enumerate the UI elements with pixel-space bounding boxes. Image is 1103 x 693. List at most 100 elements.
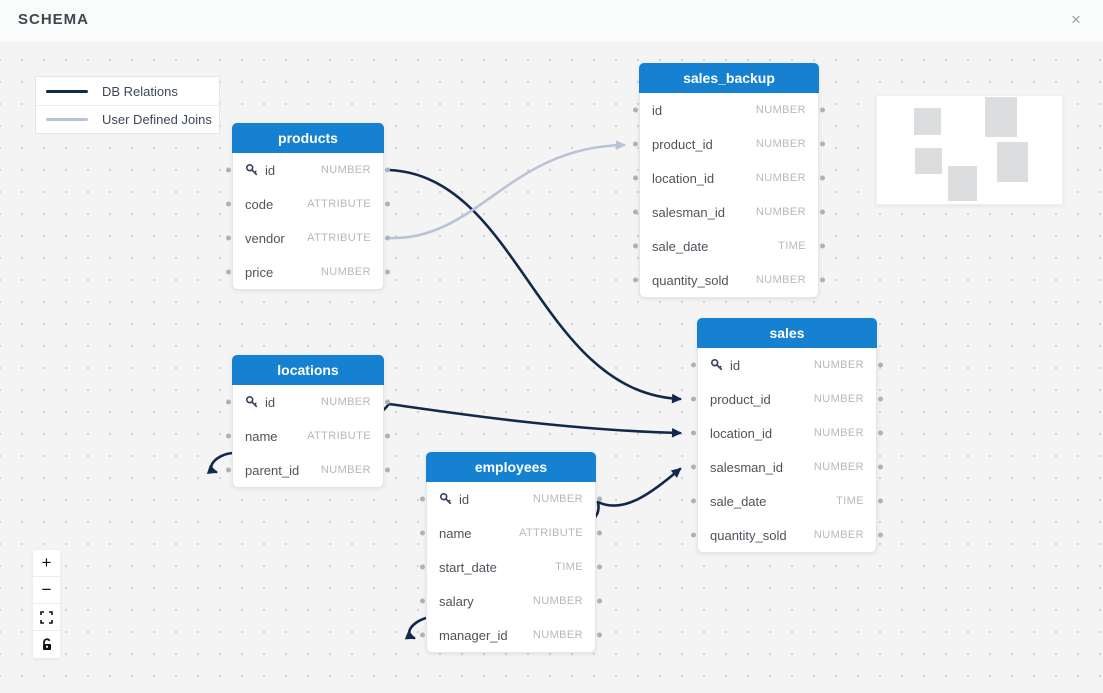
port-left[interactable] bbox=[691, 532, 696, 538]
field-name: location_id bbox=[710, 425, 773, 441]
port-left[interactable] bbox=[633, 209, 638, 215]
port-left[interactable] bbox=[691, 362, 696, 368]
port-left[interactable] bbox=[226, 467, 231, 473]
port-right[interactable] bbox=[385, 399, 390, 405]
lock-button[interactable] bbox=[33, 631, 60, 658]
port-left[interactable] bbox=[691, 464, 696, 470]
field-type: NUMBER bbox=[532, 493, 583, 505]
port-left[interactable] bbox=[226, 399, 231, 405]
port-left[interactable] bbox=[633, 243, 638, 249]
port-left[interactable] bbox=[420, 598, 425, 604]
port-right[interactable] bbox=[597, 530, 602, 536]
port-left[interactable] bbox=[633, 277, 638, 283]
field-name: name bbox=[245, 428, 278, 444]
port-left[interactable] bbox=[420, 496, 425, 502]
close-icon[interactable]: × bbox=[1065, 9, 1087, 31]
zoom-in-button[interactable]: + bbox=[33, 550, 60, 577]
port-left[interactable] bbox=[420, 632, 425, 638]
port-right[interactable] bbox=[597, 496, 602, 502]
canvas-controls: + − bbox=[33, 550, 60, 658]
port-right[interactable] bbox=[878, 498, 883, 504]
port-right[interactable] bbox=[878, 430, 883, 436]
port-right[interactable] bbox=[820, 175, 825, 181]
port-right[interactable] bbox=[878, 362, 883, 368]
port-right[interactable] bbox=[878, 532, 883, 538]
port-right[interactable] bbox=[385, 269, 390, 275]
port-right[interactable] bbox=[820, 209, 825, 215]
port-left[interactable] bbox=[226, 201, 231, 207]
legend-label: User Defined Joins bbox=[102, 112, 212, 127]
port-left[interactable] bbox=[420, 530, 425, 536]
field-type: NUMBER bbox=[755, 138, 806, 150]
fit-view-button[interactable] bbox=[33, 604, 60, 631]
table-title[interactable]: sales bbox=[697, 318, 877, 348]
port-right[interactable] bbox=[385, 467, 390, 473]
port-left[interactable] bbox=[691, 430, 696, 436]
minimap[interactable] bbox=[876, 95, 1063, 205]
port-right[interactable] bbox=[878, 464, 883, 470]
table-title[interactable]: sales_backup bbox=[639, 63, 819, 93]
port-right[interactable] bbox=[597, 632, 602, 638]
port-left[interactable] bbox=[691, 396, 696, 402]
port-right[interactable] bbox=[878, 396, 883, 402]
port-right[interactable] bbox=[385, 167, 390, 173]
port-left[interactable] bbox=[633, 141, 638, 147]
port-left[interactable] bbox=[633, 107, 638, 113]
table-title[interactable]: employees bbox=[426, 452, 596, 482]
port-left[interactable] bbox=[226, 235, 231, 241]
port-right[interactable] bbox=[820, 277, 825, 283]
port-right[interactable] bbox=[385, 201, 390, 207]
field-name: product_id bbox=[652, 136, 713, 152]
minimap-node-products bbox=[914, 108, 941, 135]
port-right[interactable] bbox=[820, 141, 825, 147]
schema-canvas[interactable]: DB Relations User Defined Joins products… bbox=[0, 42, 1103, 693]
port-right[interactable] bbox=[820, 243, 825, 249]
port-left[interactable] bbox=[420, 564, 425, 570]
port-right[interactable] bbox=[385, 433, 390, 439]
port-left[interactable] bbox=[691, 498, 696, 504]
port-right[interactable] bbox=[597, 598, 602, 604]
field-type: NUMBER bbox=[755, 104, 806, 116]
port-left[interactable] bbox=[226, 433, 231, 439]
table-title[interactable]: products bbox=[232, 123, 384, 153]
port-left[interactable] bbox=[633, 175, 638, 181]
table-title[interactable]: locations bbox=[232, 355, 384, 385]
minimap-node-employees bbox=[948, 166, 977, 201]
port-left[interactable] bbox=[226, 167, 231, 173]
port-right[interactable] bbox=[820, 107, 825, 113]
field-row[interactable]: product_id NUMBER bbox=[633, 127, 825, 161]
zoom-out-button[interactable]: − bbox=[33, 577, 60, 604]
port-right[interactable] bbox=[597, 564, 602, 570]
port-right[interactable] bbox=[385, 235, 390, 241]
port-left[interactable] bbox=[226, 269, 231, 275]
field-name: location_id bbox=[652, 170, 715, 186]
